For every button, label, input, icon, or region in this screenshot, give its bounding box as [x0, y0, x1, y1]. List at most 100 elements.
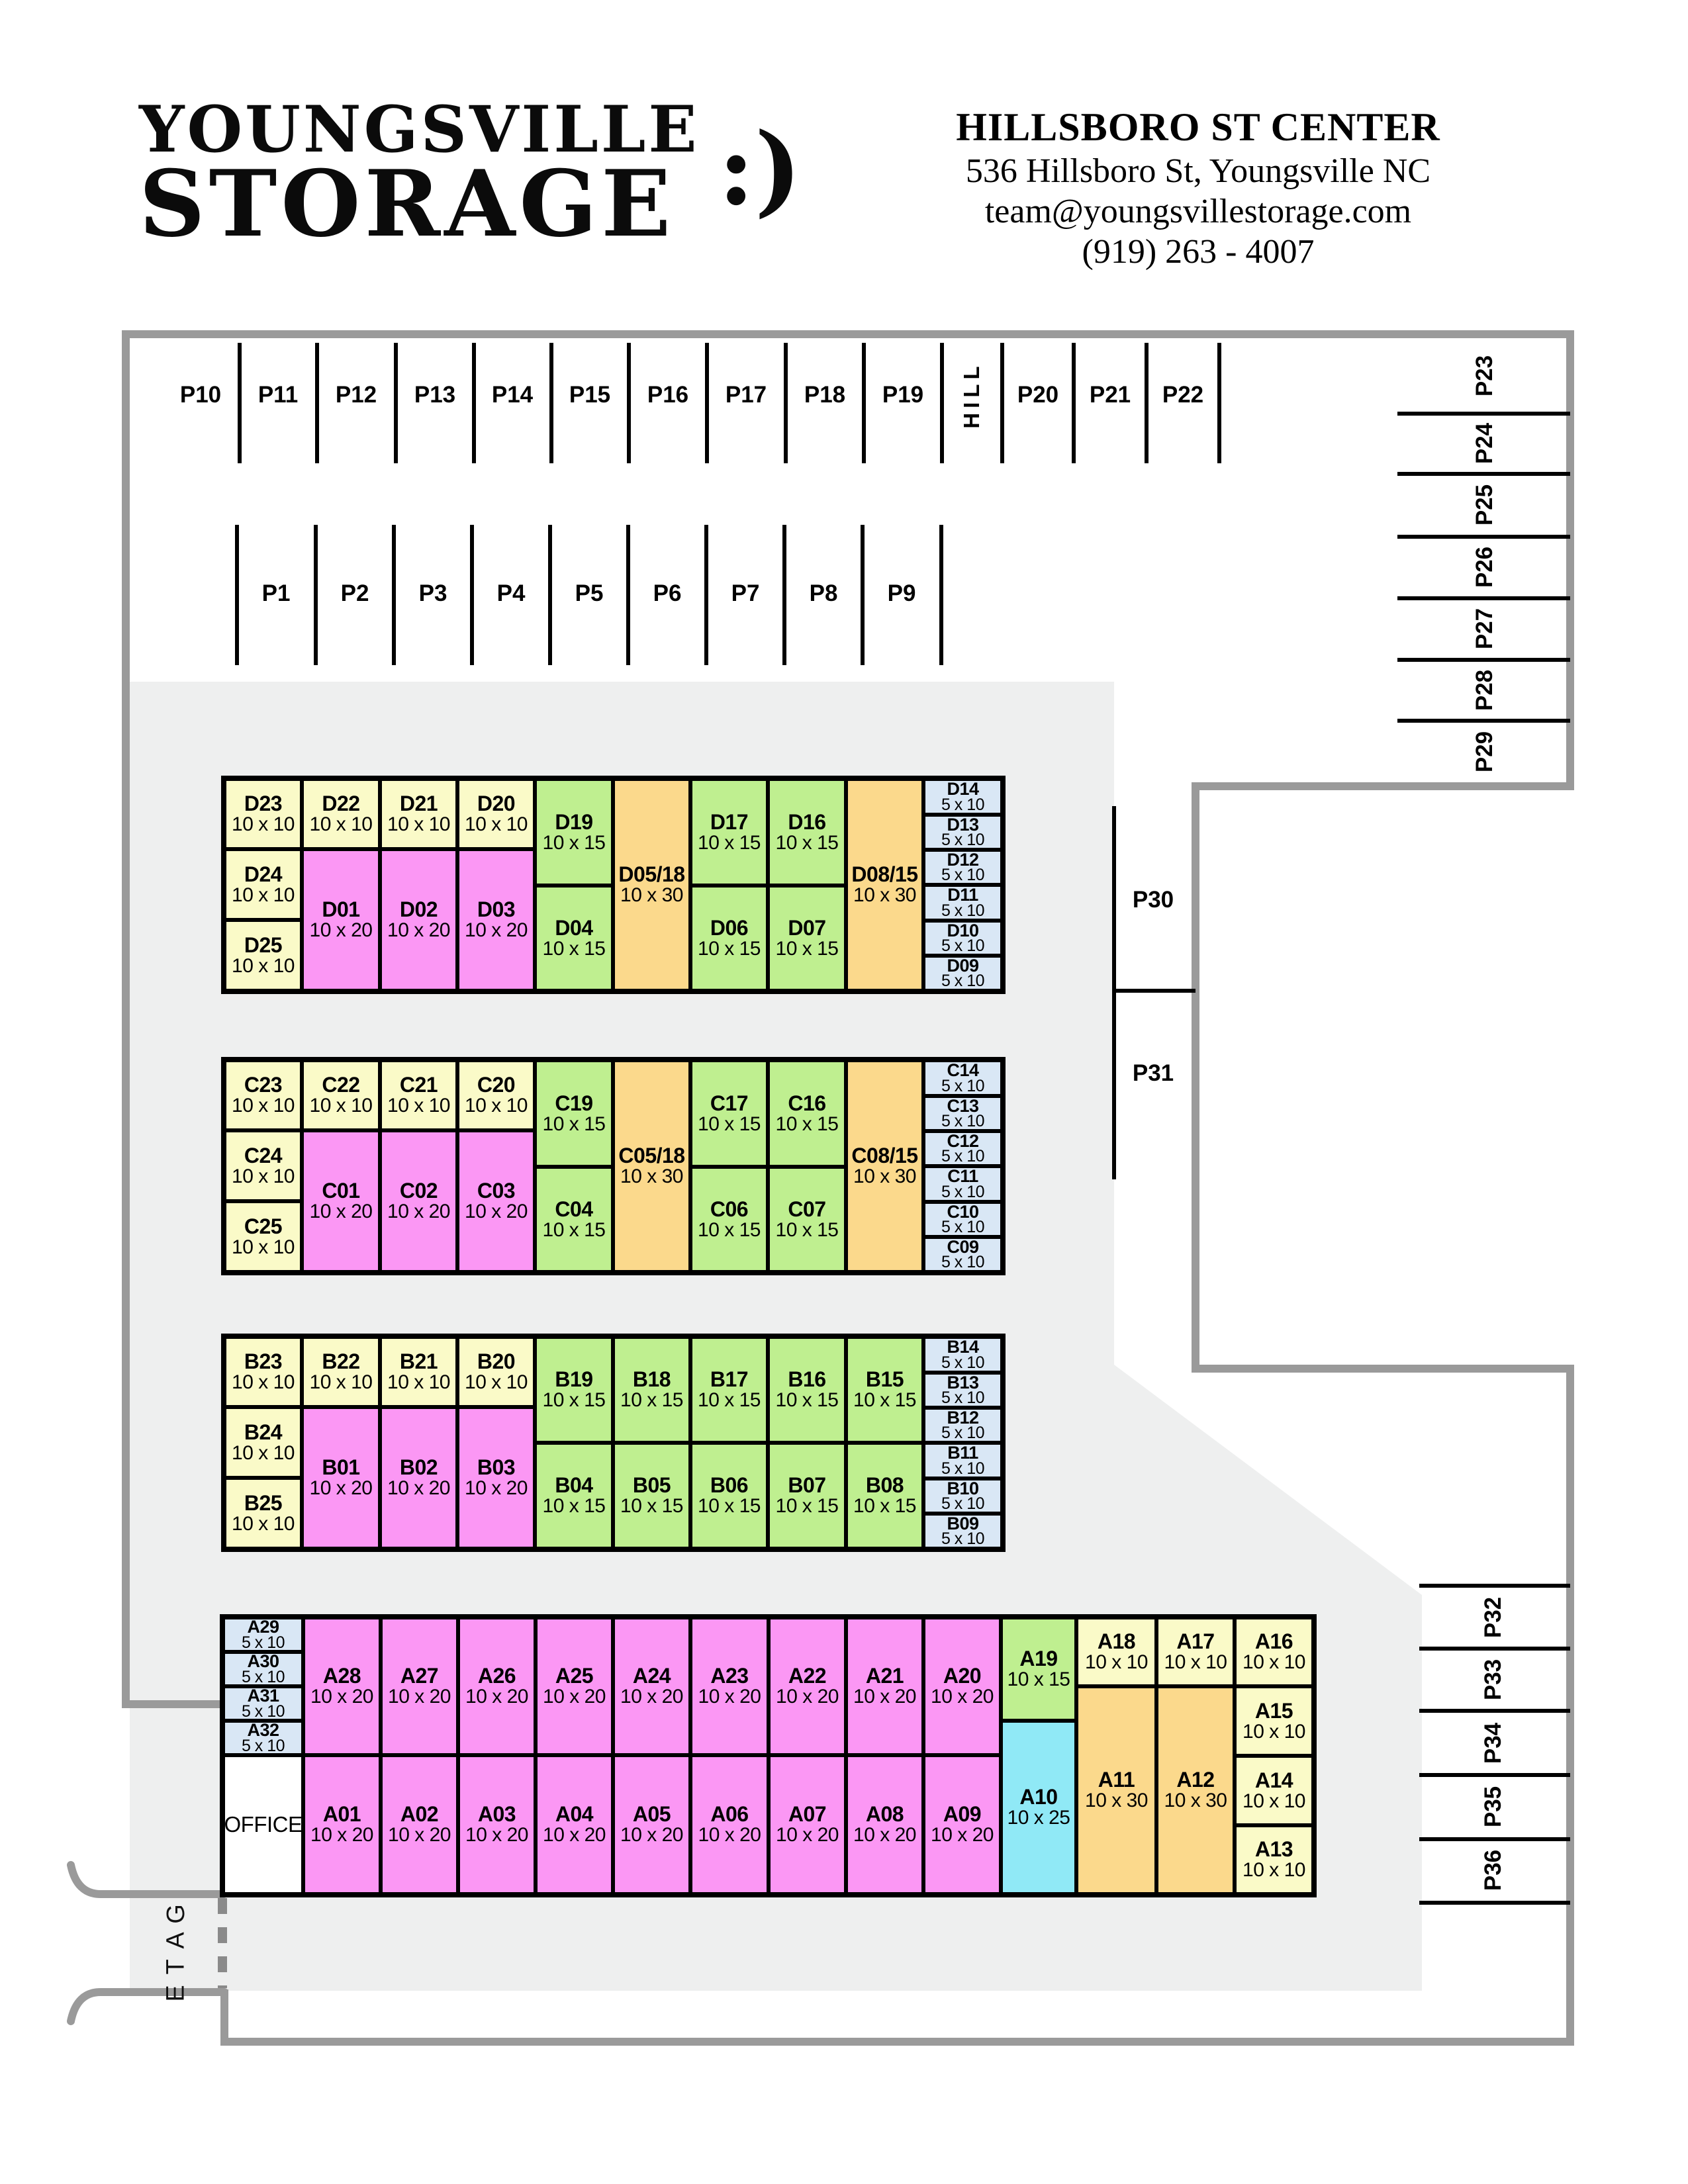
unit-size-label: 10 x 15	[542, 1218, 606, 1241]
unit-id-label: C17	[710, 1091, 749, 1115]
unit-size-label: 10 x 10	[1243, 1859, 1305, 1882]
unit-size-label: 10 x 15	[620, 1389, 683, 1412]
unit-size-label: 10 x 10	[387, 813, 450, 836]
parking-space-P12: P12	[335, 382, 377, 408]
unit-id-label: A31	[247, 1686, 279, 1706]
unit-size-label: 5 x 10	[941, 1529, 985, 1549]
unit-id-label: D06	[710, 915, 749, 940]
unit-id-label: A29	[247, 1617, 279, 1637]
unit-id-label: B16	[788, 1367, 826, 1392]
unit-id-label: D04	[555, 915, 593, 940]
unit-id-label: A04	[555, 1802, 594, 1827]
parking-space-P4: P4	[496, 580, 526, 606]
building-D-outline	[221, 776, 1006, 994]
unit-id-label: A19	[1019, 1647, 1058, 1671]
unit-id-label: B02	[399, 1455, 438, 1480]
unit-id-label: B13	[947, 1372, 979, 1392]
unit-id-label: A06	[710, 1802, 749, 1827]
unit-id-label: A03	[477, 1802, 516, 1827]
unit-id-label: C23	[244, 1073, 283, 1097]
unit-size-label: 10 x 15	[620, 1495, 683, 1518]
unit-id-label: B17	[710, 1367, 749, 1392]
unit-size-label: 5 x 10	[241, 1702, 285, 1721]
unit-id-label: C19	[555, 1091, 593, 1115]
unit-id-label: A05	[632, 1802, 671, 1827]
unit-id-label: D12	[947, 849, 979, 870]
unit-size-label: 10 x 30	[1164, 1790, 1227, 1812]
parking-space-P33: P33	[1480, 1659, 1506, 1701]
unit-id-label: A26	[477, 1664, 516, 1688]
unit-id-label: C01	[322, 1179, 360, 1203]
unit-size-label: 5 x 10	[941, 1388, 985, 1408]
unit-size-label: 10 x 10	[232, 1371, 295, 1394]
unit-size-label: 10 x 10	[232, 1236, 295, 1258]
unit-id-label: C11	[947, 1166, 978, 1187]
unit-id-label: A30	[247, 1651, 279, 1672]
unit-size-label: 10 x 20	[776, 1824, 839, 1846]
building-C-outline	[221, 1057, 1006, 1275]
parking-space-P9: P9	[887, 580, 916, 606]
center-address: 536 Hillsboro St, Youngsville NC	[965, 152, 1431, 190]
unit-size-label: 10 x 15	[698, 1218, 761, 1241]
unit-id-label: A10	[1019, 1785, 1058, 1809]
unit-id-label: D14	[947, 779, 979, 799]
unit-id-label: B08	[865, 1473, 904, 1498]
unit-size-label: 10 x 20	[387, 1201, 450, 1223]
unit-id-label: B07	[788, 1473, 826, 1498]
parking-divider-lines	[235, 343, 1570, 1905]
unit-id-label: D03	[477, 897, 516, 922]
unit-size-label: 10 x 20	[465, 1824, 528, 1846]
unit-id-label: B15	[865, 1367, 904, 1392]
unit-id-label: D22	[322, 792, 360, 816]
unit-size-label: 10 x 20	[853, 1686, 916, 1708]
unit-id-label: C22	[322, 1073, 360, 1097]
unit-id-label: C21	[399, 1073, 438, 1097]
unit-size-label: 5 x 10	[241, 1667, 285, 1686]
parking-space-P24: P24	[1472, 422, 1497, 465]
unit-size-label: 10 x 10	[387, 1095, 450, 1117]
unit-id-label: C25	[244, 1214, 283, 1238]
parking-space-P2: P2	[340, 580, 369, 606]
brand-line2: STORAGE	[139, 150, 675, 258]
unit-id-label: D19	[555, 809, 593, 834]
unit-size-label: 10 x 20	[698, 1824, 761, 1846]
unit-size-label: 10 x 20	[465, 1201, 528, 1223]
unit-size-label: 5 x 10	[941, 1459, 985, 1478]
unit-size-label: 10 x 10	[309, 1095, 373, 1117]
parking-space-P20: P20	[1017, 382, 1059, 408]
unit-size-label: 10 x 10	[232, 1165, 295, 1187]
unit-id-label: C24	[244, 1143, 283, 1167]
unit-size-label: 10 x 15	[542, 937, 606, 960]
unit-id-label: A11	[1098, 1768, 1135, 1792]
